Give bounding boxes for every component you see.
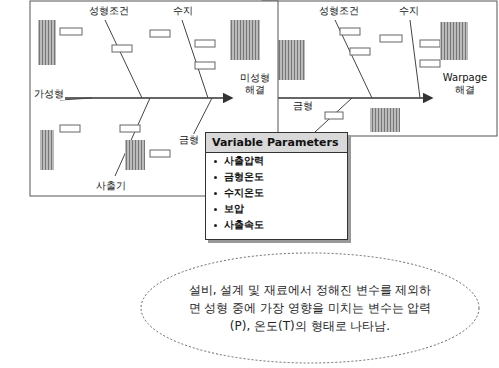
category-label: Warpage 해결: [438, 72, 492, 95]
box-heading: Variable Parameters: [206, 133, 347, 153]
parameter-item: 보압: [206, 201, 347, 217]
parameter-item: 금형온도: [206, 169, 347, 185]
category-label: 성형조건: [318, 5, 360, 17]
parameter-item: 수지온도: [206, 185, 347, 201]
parameter-text: 사출압력: [224, 155, 264, 166]
category-label: 수지: [172, 5, 194, 17]
note-text: 설비, 설계 및 재료에서 정해진 변수를 제외하면 성형 중에 가장 영향을 …: [185, 281, 435, 335]
parameter-text: 수지온도: [224, 187, 264, 198]
category-label: 가성형: [33, 88, 65, 100]
parameter-box: Variable Parameters 사출압력금형온도수지온도보압사출속도: [205, 132, 348, 240]
bullet-dot: [214, 224, 217, 227]
category-label: 금형: [178, 134, 200, 146]
parameter-text: 사출속도: [224, 219, 264, 230]
category-label: 미성형 해결: [236, 72, 274, 95]
category-label: 성형조건: [88, 5, 130, 17]
bullet-dot: [214, 176, 217, 179]
fishbone-right: [262, 1, 497, 136]
category-label: 수지: [398, 5, 420, 17]
category-label: 사출기: [95, 180, 127, 192]
parameter-item: 사출압력: [206, 153, 347, 169]
bullet-dot: [214, 160, 217, 163]
parameter-text: 금형온도: [224, 171, 264, 182]
category-label: 금형: [292, 100, 314, 112]
parameter-text: 보압: [224, 203, 244, 214]
note-ellipse: 설비, 설계 및 재료에서 정해진 변수를 제외하면 성형 중에 가장 영향을 …: [140, 252, 480, 364]
parameter-item: 사출속도: [206, 217, 347, 233]
bullet-dot: [214, 192, 217, 195]
bullet-dot: [214, 208, 217, 211]
